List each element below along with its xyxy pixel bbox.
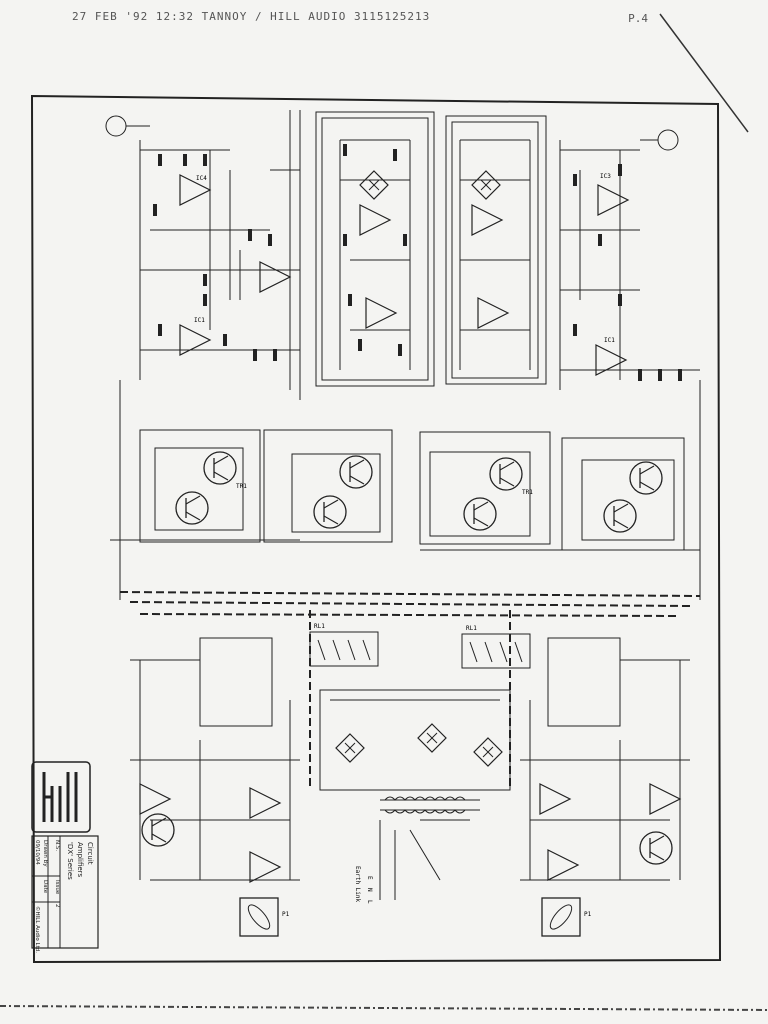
opamp-ic3 xyxy=(597,184,629,216)
bridge-module-right xyxy=(471,170,501,200)
label-mains-n: N xyxy=(366,888,373,892)
opamp-module-left-2 xyxy=(365,297,397,329)
opamp-module-right-2 xyxy=(477,297,509,329)
opamp-upper-left-2 xyxy=(259,261,291,293)
transistor-right-4 xyxy=(603,499,637,533)
bridge-module-left xyxy=(359,170,389,200)
transistor-right-1 xyxy=(489,457,523,491)
opamp-lower-left-1 xyxy=(139,783,171,815)
opamp-module-right-1 xyxy=(471,204,503,236)
label-ic1-left: IC1 xyxy=(194,317,205,324)
scan-noise-line xyxy=(0,1005,768,1011)
top-right-input-section xyxy=(559,129,700,390)
label-mains-l: L xyxy=(366,900,373,904)
date-value: 09/10/94 xyxy=(34,840,40,865)
drawn-by-label: Drawn By xyxy=(42,840,48,867)
label-ic3: IC3 xyxy=(600,173,611,180)
top-centre-module-left xyxy=(315,111,435,387)
issue-label: Issue xyxy=(54,880,60,895)
label-relay-left: RL1 xyxy=(314,623,325,630)
transistor-left-4 xyxy=(313,495,347,529)
label-tr1-right: TR1 xyxy=(522,489,533,496)
fan-left xyxy=(239,897,279,937)
title-block: Drawn By N.S. Date Issue 09/10/94 2 ©HIL… xyxy=(31,761,99,953)
issue-value: 2 xyxy=(54,904,60,908)
label-ic4: IC4 xyxy=(196,175,207,182)
label-relay-right: RL1 xyxy=(466,625,477,632)
title-line-3: Circuit xyxy=(86,842,94,865)
hill-logo xyxy=(42,772,78,822)
label-fan-left: P1 xyxy=(282,911,290,918)
label-mains-e: E xyxy=(366,876,373,880)
transistor-lower-left xyxy=(141,813,175,847)
output-stage-left xyxy=(110,380,393,600)
opamp-module-left-1 xyxy=(359,204,391,236)
fax-page-number: P.4 xyxy=(628,12,648,25)
transistor-lower-right xyxy=(639,831,673,865)
resistor-group-module-left xyxy=(343,144,407,356)
title-line-2: Amplifiers xyxy=(76,842,84,878)
lower-right-channel xyxy=(520,637,690,881)
label-ic1-right: IC1 xyxy=(604,337,615,344)
date-label: Date xyxy=(42,880,48,894)
power-supply-section xyxy=(319,689,511,900)
relay-block-right xyxy=(461,633,531,669)
opamp-lower-right-1 xyxy=(539,783,571,815)
fan-right xyxy=(541,897,581,937)
transistor-right-3 xyxy=(629,461,663,495)
label-tr1-left: TR1 xyxy=(236,483,247,490)
hill-logo-box xyxy=(31,761,91,833)
drawn-by-value: N.S. xyxy=(54,840,60,851)
opamp-lower-left-3 xyxy=(249,851,281,883)
transistor-left-2 xyxy=(175,491,209,525)
output-stage-right xyxy=(419,380,701,600)
opamp-lower-right-2 xyxy=(649,783,681,815)
label-earth-link: Earth Link xyxy=(354,866,361,903)
title-line-1: 'DX' Series xyxy=(66,842,74,880)
transistor-left-3 xyxy=(339,455,373,489)
bridge-rectifier-1 xyxy=(335,733,365,763)
transistor-right-2 xyxy=(463,497,497,531)
resistor-group-upper-left xyxy=(153,154,277,361)
label-fan-right: P1 xyxy=(584,911,592,918)
bridge-rectifier-2 xyxy=(417,723,447,753)
resistor-group-upper-right xyxy=(573,164,682,381)
opamp-lower-right-3 xyxy=(547,849,579,881)
transistor-left-1 xyxy=(203,451,237,485)
opamp-lower-left-2 xyxy=(249,787,281,819)
scan-edge-line xyxy=(659,13,749,133)
drawing-frame xyxy=(30,94,722,964)
top-centre-module-right xyxy=(445,115,547,385)
bridge-rectifier-3 xyxy=(473,737,503,767)
top-left-input-section xyxy=(105,110,301,400)
relay-block-left xyxy=(309,631,379,667)
lower-left-channel xyxy=(130,637,300,881)
fax-header-line: 27 FEB '92 12:32 TANNOY / HILL AUDIO 311… xyxy=(72,10,431,23)
company-name: ©HILL Audio Ltd. xyxy=(34,906,41,953)
